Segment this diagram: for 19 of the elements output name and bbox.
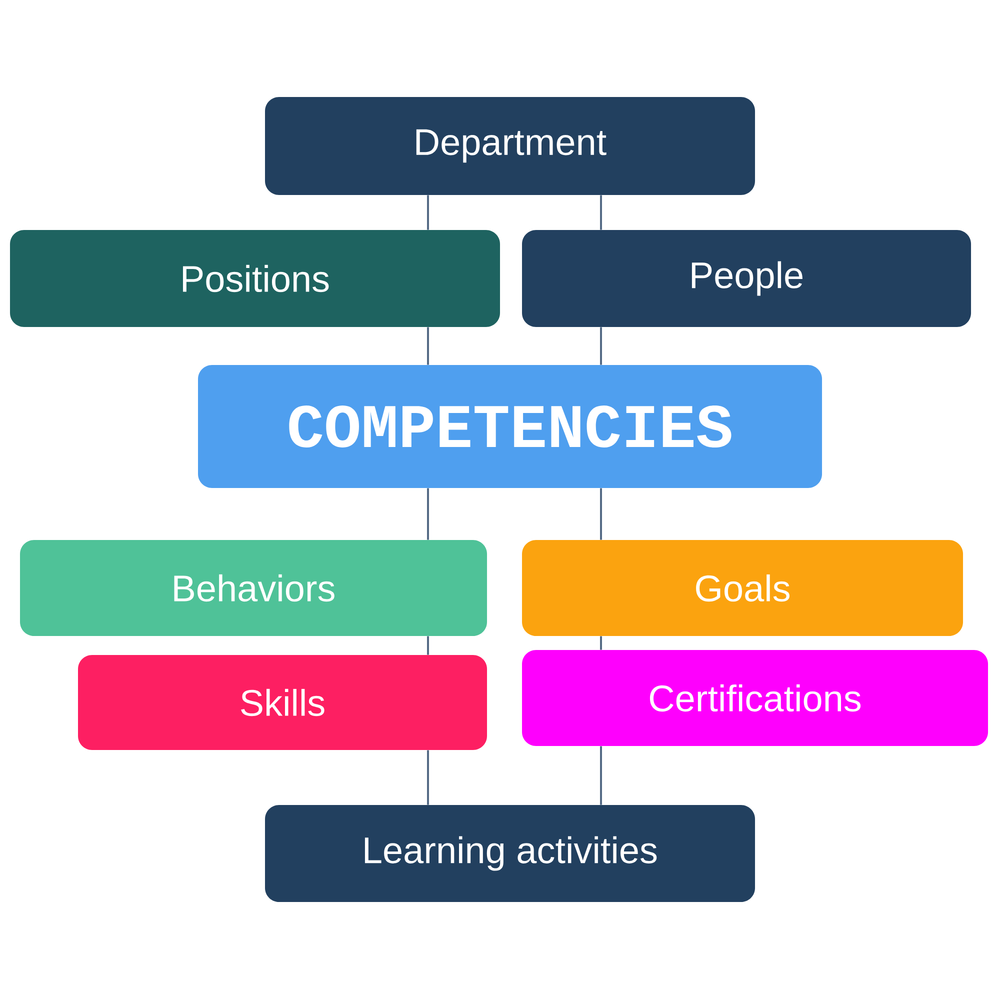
connector-line	[427, 636, 429, 655]
connector-line	[600, 488, 602, 540]
connector-line	[427, 488, 429, 540]
category-box: Goals	[522, 540, 964, 636]
connector-line	[600, 327, 602, 365]
category-box: Positions	[10, 230, 500, 327]
connector-line	[600, 195, 602, 230]
title-box: COMPETENCIES	[198, 365, 822, 488]
connector-line	[427, 327, 429, 365]
category-box: Department	[265, 97, 755, 195]
category-box: Learning activities	[265, 805, 755, 902]
category-box: People	[522, 230, 972, 327]
connector-line	[600, 636, 602, 650]
connector-line	[600, 746, 602, 805]
connector-line	[427, 750, 429, 805]
connector-line	[427, 195, 429, 230]
category-box: Behaviors	[20, 540, 487, 636]
category-box: Skills	[78, 655, 487, 750]
category-box: Certifications	[522, 650, 988, 746]
